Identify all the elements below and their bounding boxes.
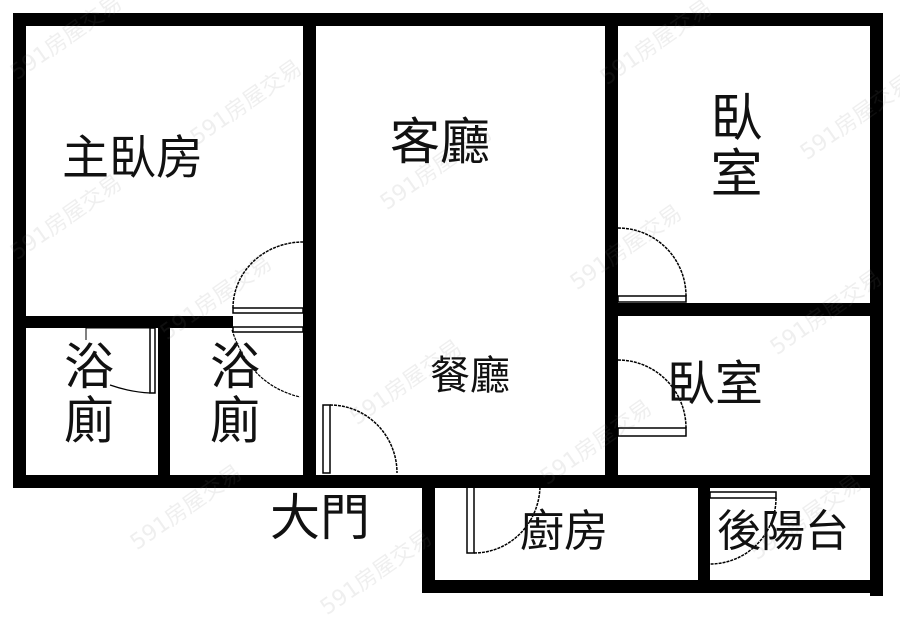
- room-label-bedroom-2: 臥室: [667, 356, 764, 412]
- door-bedroom-2: [617, 359, 687, 437]
- room-label-dining-room: 餐廳: [430, 353, 510, 399]
- wall-kitchen-balcony: [698, 475, 710, 593]
- floor-plan: [13, 13, 883, 596]
- door-master-bedroom: [232, 241, 304, 333]
- room-label-bathroom-1: 浴廁: [56, 340, 114, 448]
- wall-master-bottom: [13, 316, 233, 328]
- door-bathroom-1: [85, 327, 156, 394]
- room-label-kitchen: 廚房: [520, 506, 608, 557]
- wall-living-bedroom: [605, 13, 618, 488]
- wall-annex-left: [422, 475, 435, 593]
- entrance-label: 大門: [270, 489, 370, 547]
- door-front: [322, 404, 398, 474]
- door-balcony: [709, 491, 777, 565]
- wall-bottom-left: [13, 475, 883, 488]
- wall-bottom-annex: [422, 580, 883, 593]
- wall-top: [13, 13, 883, 26]
- room-label-living-room: 客廳: [390, 113, 490, 171]
- door-bedroom-1: [617, 227, 687, 303]
- doors: [85, 227, 777, 565]
- wall-master-living: [303, 13, 316, 488]
- wall-bath-divider: [158, 316, 170, 486]
- room-label-bathroom-2: 浴廁: [202, 340, 260, 448]
- door-kitchen: [466, 484, 541, 554]
- room-label-master-bedroom: 主臥房: [62, 131, 203, 186]
- walls: [13, 13, 883, 596]
- wall-left: [13, 13, 26, 488]
- room-label-bedroom-1: 臥室: [701, 90, 761, 202]
- wall-bedrooms: [618, 303, 883, 316]
- room-label-rear-balcony: 後陽台: [717, 506, 849, 557]
- door-bathroom-2: [231, 329, 301, 398]
